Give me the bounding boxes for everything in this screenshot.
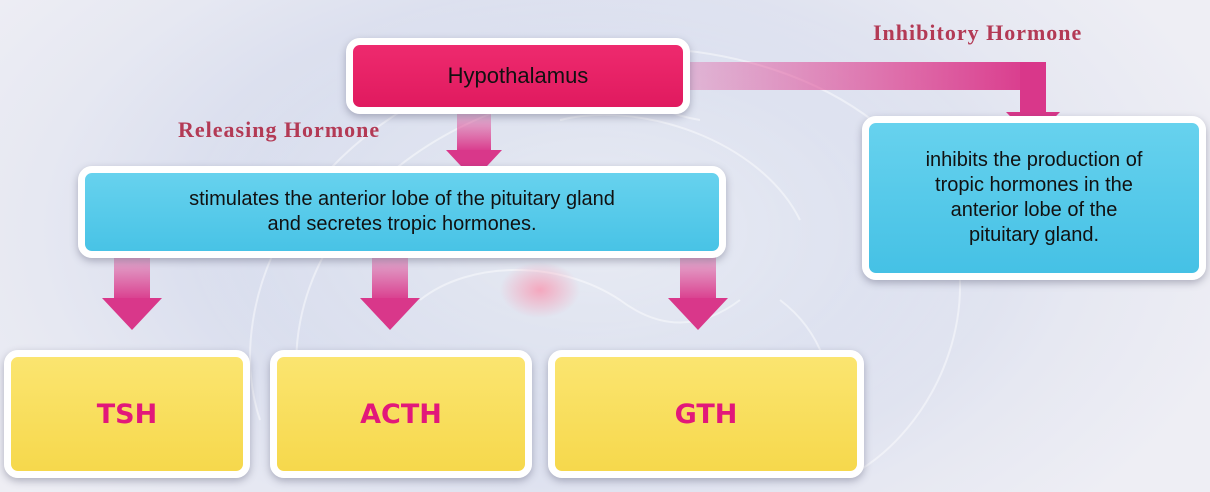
hypothalamus-label: Hypothalamus xyxy=(448,63,589,89)
inhibitory-hormone-label: Inhibitory Hormone xyxy=(873,20,1082,46)
tsh-label: TSH xyxy=(97,399,157,430)
gth-label: GTH xyxy=(675,399,738,430)
stimulates-text: stimulates the anterior lobe of the pitu… xyxy=(189,187,615,237)
inhibits-text: inhibits the production of tropic hormon… xyxy=(926,148,1143,248)
tsh-box: TSH xyxy=(4,350,250,478)
arrow-to-acth xyxy=(360,250,420,330)
releasing-hormone-label: Releasing Hormone xyxy=(178,117,380,143)
gth-box: GTH xyxy=(548,350,864,478)
stimulates-box: stimulates the anterior lobe of the pitu… xyxy=(78,166,726,258)
arrow-to-gth xyxy=(668,250,728,330)
inhibits-box: inhibits the production of tropic hormon… xyxy=(862,116,1206,280)
acth-box: ACTH xyxy=(270,350,532,478)
arrow-to-tsh xyxy=(102,250,162,330)
hypothalamus-box: Hypothalamus xyxy=(346,38,690,114)
acth-label: ACTH xyxy=(360,399,442,430)
